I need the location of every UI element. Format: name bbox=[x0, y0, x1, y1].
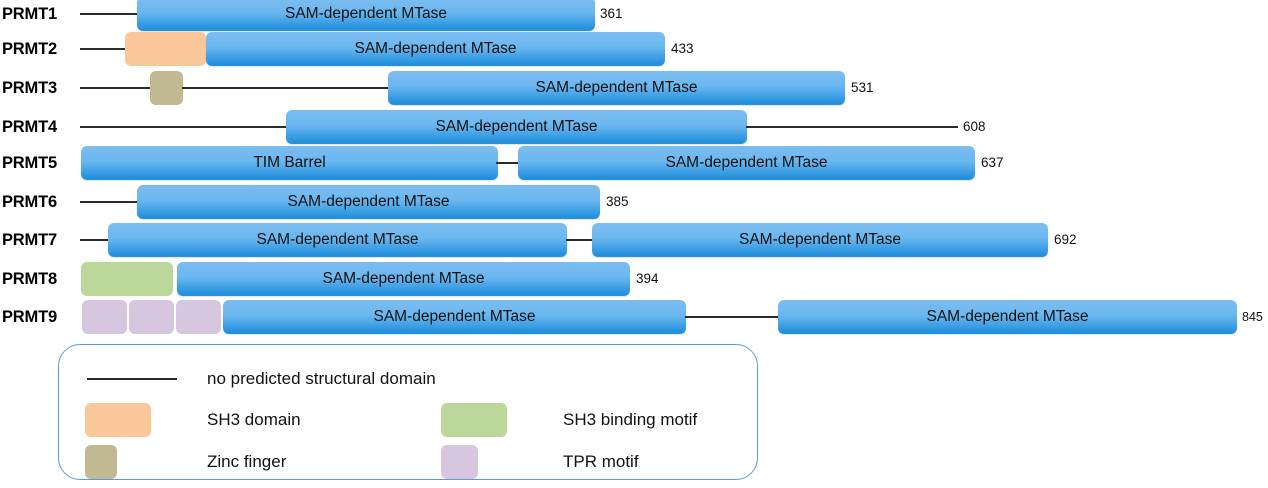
protein-row-prmt2: PRMT2 SAM-dependent MTase 433 bbox=[0, 29, 1268, 69]
motif-sh3-binding bbox=[81, 262, 173, 296]
no-domain-line bbox=[496, 162, 520, 165]
domain-bar-sam-mtase: SAM-dependent MTase bbox=[592, 223, 1048, 257]
motif-tpr-3 bbox=[176, 300, 221, 334]
motif-zinc-finger bbox=[150, 71, 183, 105]
no-domain-line bbox=[80, 239, 110, 242]
protein-length-prmt6: 385 bbox=[606, 194, 629, 209]
legend-label-tpr-motif: TPR motif bbox=[563, 452, 639, 471]
protein-label-prmt3: PRMT3 bbox=[2, 79, 57, 97]
protein-label-prmt2: PRMT2 bbox=[2, 40, 57, 58]
motif-tpr-1 bbox=[82, 300, 127, 334]
protein-row-prmt7: PRMT7 SAM-dependent MTase SAM-dependent … bbox=[0, 220, 1268, 260]
legend-swatch-tpr-motif bbox=[441, 445, 478, 479]
domain-bar-sam-mtase: SAM-dependent MTase bbox=[206, 32, 665, 66]
domain-bar-sam-mtase: SAM-dependent MTase bbox=[223, 300, 686, 334]
domain-bar-tim-barrel: TIM Barrel bbox=[81, 146, 498, 180]
protein-label-prmt1: PRMT1 bbox=[2, 5, 57, 23]
protein-row-prmt9: PRMT9 SAM-dependent MTase SAM-dependent … bbox=[0, 297, 1268, 337]
no-domain-line bbox=[182, 87, 390, 90]
motif-tpr-2 bbox=[129, 300, 174, 334]
domain-bar-sam-mtase: SAM-dependent MTase bbox=[177, 262, 630, 296]
protein-length-prmt3: 531 bbox=[851, 80, 874, 95]
domain-bar-sam-mtase: SAM-dependent MTase bbox=[286, 110, 747, 144]
protein-length-prmt2: 433 bbox=[671, 41, 694, 56]
protein-row-prmt5: PRMT5 TIM Barrel SAM-dependent MTase 637 bbox=[0, 143, 1268, 183]
legend-label-sh3-binding-motif: SH3 binding motif bbox=[563, 410, 698, 429]
protein-label-prmt8: PRMT8 bbox=[2, 270, 57, 288]
protein-label-prmt7: PRMT7 bbox=[2, 231, 57, 249]
protein-length-prmt8: 394 bbox=[636, 271, 659, 286]
protein-length-prmt5: 637 bbox=[981, 155, 1004, 170]
legend-swatch-no-domain-line bbox=[87, 378, 177, 381]
motif-sh3-domain bbox=[125, 32, 206, 66]
domain-bar-sam-mtase: SAM-dependent MTase bbox=[518, 146, 975, 180]
protein-label-prmt6: PRMT6 bbox=[2, 193, 57, 211]
domain-bar-sam-mtase: SAM-dependent MTase bbox=[778, 300, 1237, 334]
protein-label-prmt9: PRMT9 bbox=[2, 308, 57, 326]
protein-length-prmt9: 845 bbox=[1242, 310, 1263, 324]
no-domain-line bbox=[80, 126, 288, 129]
protein-label-prmt5: PRMT5 bbox=[2, 154, 57, 172]
legend-swatch-zinc-finger bbox=[85, 445, 117, 479]
domain-bar-sam-mtase: SAM-dependent MTase bbox=[388, 71, 845, 105]
protein-row-prmt4: PRMT4 SAM-dependent MTase 608 bbox=[0, 107, 1268, 147]
no-domain-line bbox=[746, 126, 958, 129]
no-domain-line bbox=[80, 13, 138, 16]
protein-row-prmt1: PRMT1 SAM-dependent MTase 361 bbox=[0, 0, 1268, 34]
protein-length-prmt7: 692 bbox=[1054, 232, 1077, 247]
no-domain-line bbox=[80, 48, 126, 51]
no-domain-line bbox=[566, 239, 594, 242]
legend-box: no predicted structural domain SH3 domai… bbox=[58, 344, 758, 480]
legend-swatch-sh3-domain bbox=[85, 403, 151, 437]
protein-length-prmt1: 361 bbox=[600, 6, 623, 21]
protein-row-prmt6: PRMT6 SAM-dependent MTase 385 bbox=[0, 182, 1268, 222]
domain-bar-sam-mtase: SAM-dependent MTase bbox=[137, 0, 595, 31]
protein-row-prmt3: PRMT3 SAM-dependent MTase 531 bbox=[0, 68, 1268, 108]
protein-length-prmt4: 608 bbox=[963, 119, 986, 134]
protein-label-prmt4: PRMT4 bbox=[2, 118, 57, 136]
legend-label-no-domain: no predicted structural domain bbox=[207, 369, 436, 388]
domain-bar-sam-mtase: SAM-dependent MTase bbox=[108, 223, 567, 257]
legend-swatch-sh3-binding-motif bbox=[441, 403, 507, 437]
domain-bar-sam-mtase: SAM-dependent MTase bbox=[137, 185, 600, 219]
protein-row-prmt8: PRMT8 SAM-dependent MTase 394 bbox=[0, 259, 1268, 299]
no-domain-line bbox=[80, 87, 152, 90]
no-domain-line bbox=[685, 316, 780, 319]
legend-label-sh3-domain: SH3 domain bbox=[207, 410, 301, 429]
legend-label-zinc-finger: Zinc finger bbox=[207, 452, 287, 471]
no-domain-line bbox=[80, 201, 138, 204]
